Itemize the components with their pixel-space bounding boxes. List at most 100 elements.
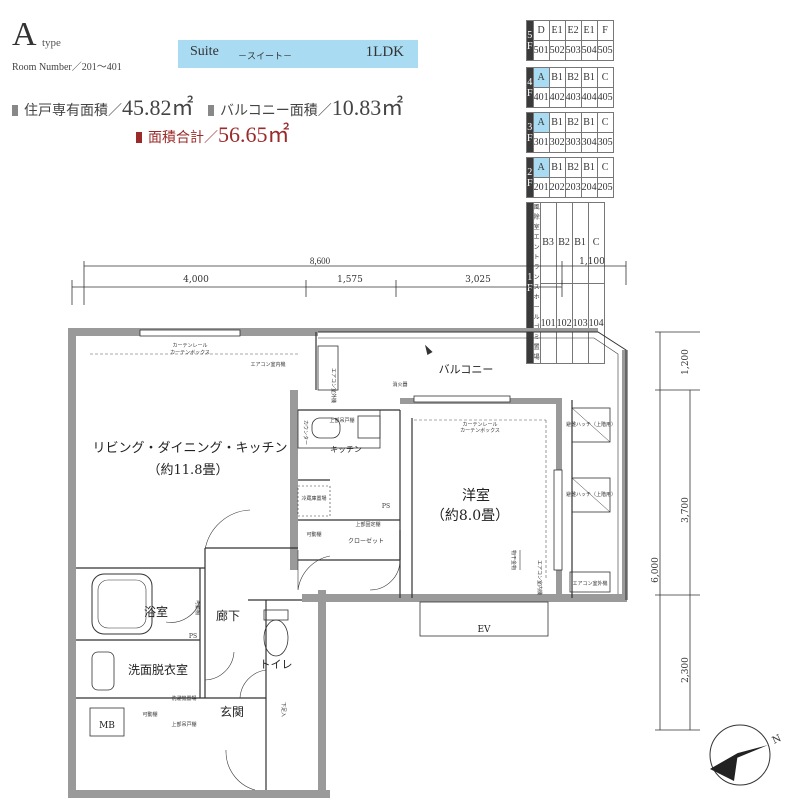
unit-type-cell: D [532, 20, 550, 41]
small-compass-icon [425, 344, 433, 355]
room-number: Room Number／201～401 [12, 62, 122, 73]
dim-w3: 3,025 [465, 275, 491, 285]
label-movable-shelf: 可動棚 [306, 531, 321, 538]
label-washer: 洗濯機置場 [171, 695, 196, 702]
unit-type-cell: B1 [548, 112, 566, 133]
room-number-cell: 501 [532, 40, 550, 61]
room-number-cell: 503 [564, 40, 582, 61]
room-number-cell: 404 [580, 87, 598, 108]
room-balcony: バルコニー [439, 363, 494, 376]
room-hall: 廊下 [216, 608, 240, 623]
room-ldk-size: （約11.8畳） [148, 463, 229, 478]
dim-total-width: 8,600 [310, 256, 331, 266]
unit-type-cell: B2 [564, 112, 582, 133]
dim-h3: 6,000 [651, 557, 661, 583]
room-number-cell: 401 [532, 87, 550, 108]
suite-name: Suite [190, 44, 219, 59]
label-curtain-rail-2: カーテンレール [462, 422, 497, 428]
room-number-cell: 305 [596, 132, 614, 153]
room-number-cell: 301 [532, 132, 550, 153]
label-ac-indoor: エアコン室内機 [250, 361, 285, 368]
room-number-cell: 505 [596, 40, 614, 61]
unit-type-cell: B2 [564, 157, 582, 178]
room-number-cell: 204 [580, 177, 598, 198]
label-shoes: 下足入 [280, 702, 286, 717]
floor-block-1f: 1F風除室エントランスホールゴミ置場B3B2B1C101102103104 [526, 202, 605, 364]
room-number-cell: 303 [564, 132, 582, 153]
label-ps: PS [189, 633, 197, 640]
room-number-cell: 502 [548, 40, 566, 61]
unit-type-cell: C [596, 157, 614, 178]
total-area-value: 56.65㎡ [218, 122, 290, 147]
label-upper-fixed-shelf: 上部固定棚 [355, 521, 380, 528]
room-kitchen: キッチン [330, 445, 362, 454]
room-number-cell: 403 [564, 87, 582, 108]
suite-layout: 1LDK [365, 44, 404, 60]
unit-type-cell: A [532, 112, 550, 133]
room-entrance: 玄関 [220, 704, 244, 719]
room-toilet: トイレ [260, 658, 293, 671]
unit-type-cell: B1 [580, 112, 598, 133]
label-closet: クローゼット [348, 537, 384, 545]
label-curtain-box: カーテンボックス [170, 349, 210, 356]
suite-sub: －スイート－ [238, 52, 293, 62]
room-mb: MB [99, 721, 115, 731]
label-ac-outdoor: エアコン室外機 [330, 368, 337, 403]
north-compass-icon [709, 724, 771, 786]
room-number-cell: 201 [532, 177, 550, 198]
dim-extra-width: 1,100 [579, 257, 605, 267]
label-evac-2: 避難ハッチ（上階用） [566, 491, 616, 498]
type-letter: A [12, 16, 37, 53]
room-number-cell: 302 [548, 132, 566, 153]
unit-type-cell: 風除室エントランスホールゴミ置場 [532, 202, 541, 364]
unit-type-cell: E2 [564, 20, 582, 41]
room-number-cell: 205 [596, 177, 614, 198]
label-fire: 消火器 [392, 381, 407, 388]
bullet-icon [136, 132, 142, 143]
unit-type-cell: A [532, 157, 550, 178]
private-area-value: 45.82㎡ [122, 95, 194, 120]
label-movable-shelf-2: 可動棚 [194, 600, 201, 615]
room-number-cell: 203 [564, 177, 582, 198]
unit-type-cell: B1 [580, 67, 598, 88]
label-ac-outdoor-2: エアコン室外機 [572, 580, 607, 587]
area-row-private: 住戸専有面積／45.82㎡ バルコニー面積／10.83㎡ [12, 90, 403, 122]
bullet-icon [12, 105, 18, 116]
floor-plan: 8,600 1,100 4,000 1,575 3,025 1,200 3,70… [68, 256, 783, 798]
type-word: type [42, 37, 61, 49]
room-ldk: リビング・ダイニング・キッチン [92, 441, 287, 456]
unit-type-cell: E1 [580, 20, 598, 41]
label-ps-2: PS [382, 503, 390, 510]
balcony-area-value: 10.83㎡ [331, 95, 404, 120]
unit-type-cell: A [532, 67, 550, 88]
room-number-cell: 504 [580, 40, 598, 61]
label-movable-shelf-3: 可動棚 [142, 711, 157, 718]
balcony-area-label: バルコニー面積／ [219, 103, 332, 119]
label-evac-1: 避難ハッチ（上階用） [566, 421, 616, 428]
area-row-total: 面積合計／56.65㎡ [136, 117, 290, 149]
floor-table-1f: 1F風除室エントランスホールゴミ置場B3B2B1C101102103104 [526, 202, 605, 364]
dim-h1: 1,200 [681, 349, 691, 375]
dim-w1: 4,000 [183, 275, 209, 285]
room-washroom: 洗面脱衣室 [128, 662, 188, 677]
label-upper-shelf: 上部吊戸棚 [329, 417, 354, 424]
private-area-label: 住戸専有面積／ [24, 103, 122, 119]
room-western-size: （約8.0畳） [431, 508, 509, 524]
label-washer-upper: 上部吊戸棚 [171, 721, 196, 728]
suite-banner: Suite －スイート－ 1LDK [178, 40, 418, 68]
dim-h4: 2,300 [681, 657, 691, 683]
room-number-cell: 402 [548, 87, 566, 108]
total-area-label: 面積合計／ [148, 130, 218, 146]
label-curtain-box-2: カーテンボックス [460, 427, 500, 434]
unit-type-cell: C [596, 67, 614, 88]
room-number-cell: 104 [587, 282, 605, 364]
dim-h2: 3,700 [681, 497, 691, 523]
